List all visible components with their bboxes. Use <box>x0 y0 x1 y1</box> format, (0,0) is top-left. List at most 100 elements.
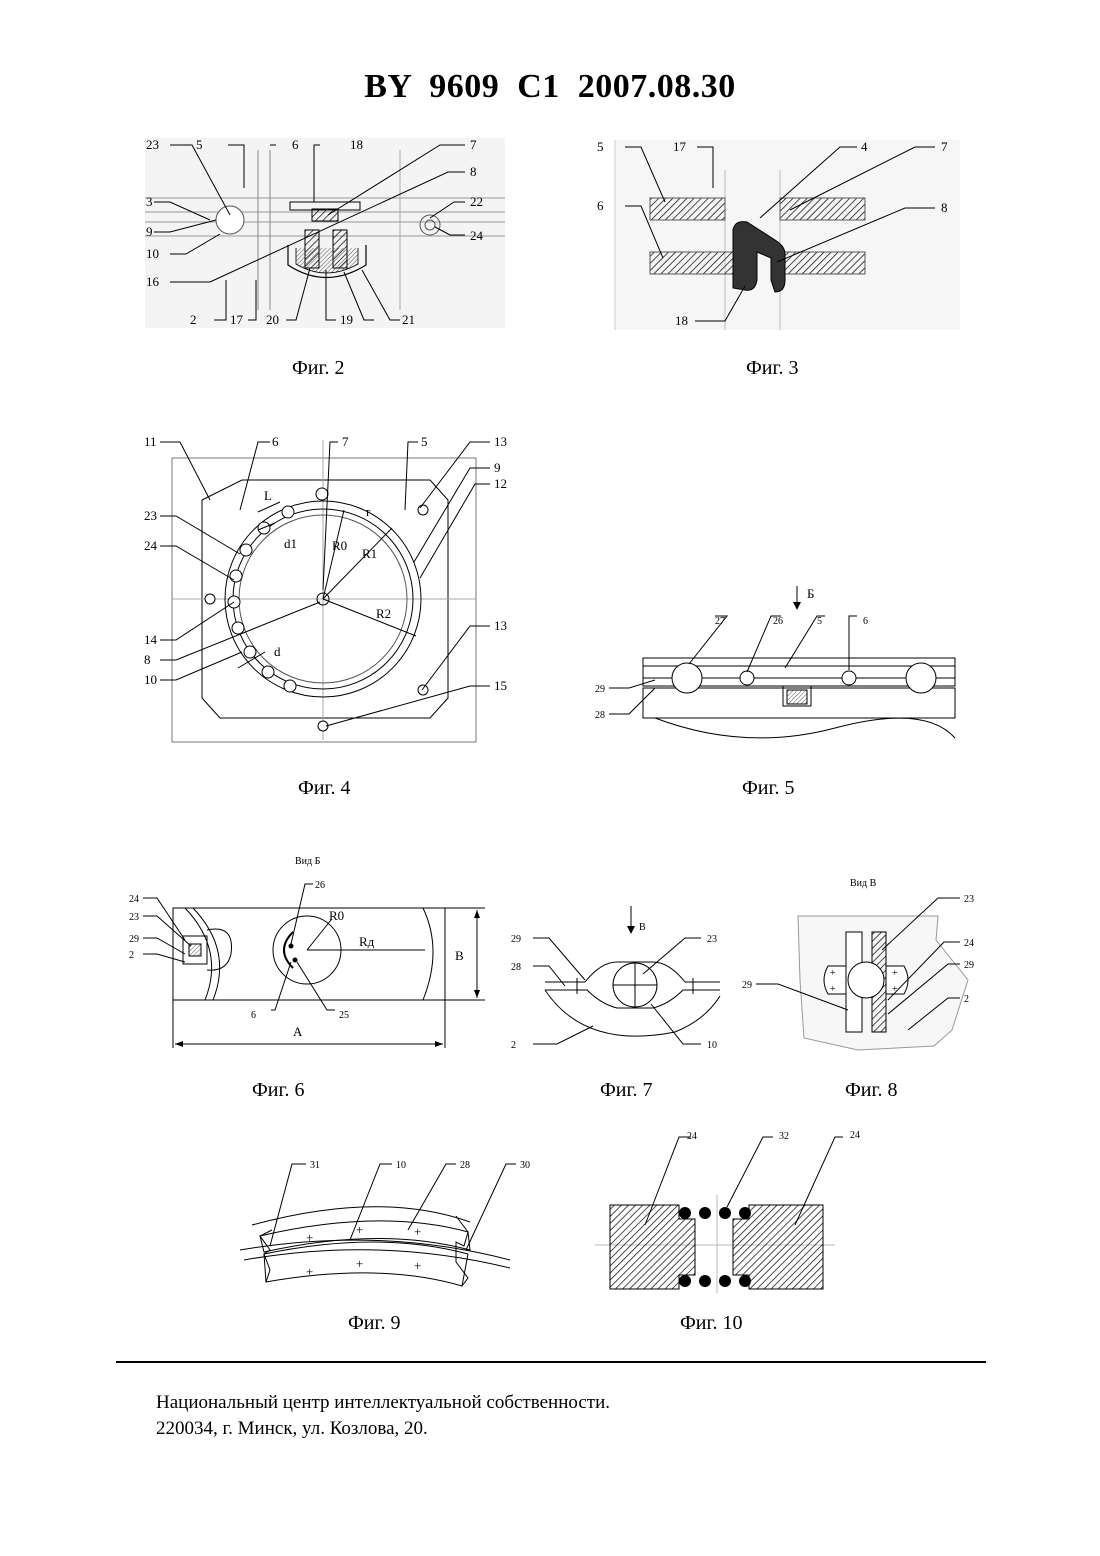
footer-line-2: 220034, г. Минск, ул. Козлова, 20. <box>156 1418 428 1440</box>
figure-8-caption: Фиг. 8 <box>845 1079 897 1102</box>
fig4-label-13a: 13 <box>494 434 507 449</box>
figure-3-drawing: 5 17 4 7 6 8 18 <box>585 130 975 340</box>
fig6-label-24: 24 <box>129 894 139 905</box>
figure-9-drawing: + + + + + + 31 10 28 30 <box>230 1150 550 1300</box>
fig3-label-8: 8 <box>941 200 948 215</box>
figure-2: 23 5 6 18 7 8 3 22 9 24 10 16 2 17 20 19… <box>130 130 520 340</box>
fig4-label-R1: R1 <box>362 546 377 561</box>
fig4-label-r: r <box>366 504 371 519</box>
svg-text:+: + <box>356 1256 363 1271</box>
fig3-label-4: 4 <box>861 139 868 154</box>
figure-7-caption: Фиг. 7 <box>600 1079 652 1102</box>
figure-10: 24 32 24 <box>595 1125 845 1300</box>
fig6-label-A: A <box>293 1024 303 1039</box>
svg-text:+: + <box>356 1222 363 1237</box>
fig5-view-marker: Б <box>807 586 814 601</box>
fig9-label-30: 30 <box>520 1160 530 1171</box>
fig3-label-5: 5 <box>597 139 604 154</box>
fig7-label-2: 2 <box>511 1040 516 1051</box>
figure-5: Б 27 26 5 6 29 28 <box>585 580 975 760</box>
figure-6-drawing: Вид Б 24 23 29 2 26 R0 <box>125 850 500 1060</box>
figure-6-caption: Фиг. 6 <box>252 1079 304 1102</box>
fig7-label-23: 23 <box>707 934 717 945</box>
fig2-label-9: 9 <box>146 224 153 239</box>
fig8-view-title: Вид В <box>850 878 877 889</box>
fig2-label-10: 10 <box>146 246 159 261</box>
fig4-label-d: d <box>274 644 281 659</box>
fig2-label-2: 2 <box>190 312 197 327</box>
fig2-label-23: 23 <box>146 137 159 152</box>
fig8-label-29b: 29 <box>742 980 752 991</box>
fig3-label-7: 7 <box>941 139 948 154</box>
fig6-label-Rd: Rд <box>359 934 375 949</box>
fig4-label-6: 6 <box>272 434 279 449</box>
fig6-label-25: 25 <box>339 1010 349 1021</box>
fig4-label-L: L <box>264 488 272 503</box>
fig2-label-24: 24 <box>470 228 484 243</box>
fig4-label-5: 5 <box>421 434 428 449</box>
fig2-label-20: 20 <box>266 312 279 327</box>
svg-text:+: + <box>830 984 836 995</box>
figure-10-caption: Фиг. 10 <box>680 1312 742 1335</box>
fig4-label-14: 14 <box>144 632 158 647</box>
fig2-label-18: 18 <box>350 137 363 152</box>
fig2-label-8: 8 <box>470 164 477 179</box>
fig4-label-8: 8 <box>144 652 151 667</box>
fig7-label-28: 28 <box>511 962 521 973</box>
fig2-label-17: 17 <box>230 312 244 327</box>
fig8-label-24: 24 <box>964 938 974 949</box>
fig8-label-23: 23 <box>964 894 974 905</box>
figure-6: Вид Б 24 23 29 2 26 R0 <box>125 850 500 1060</box>
fig9-label-31: 31 <box>310 1160 320 1171</box>
fig2-label-19: 19 <box>340 312 353 327</box>
fig6-label-R0: R0 <box>329 908 344 923</box>
footer-divider <box>116 1361 986 1363</box>
fig5-label-5: 5 <box>817 616 822 627</box>
svg-text:+: + <box>306 1264 313 1279</box>
fig6-label-B: B <box>455 948 464 963</box>
fig4-label-15: 15 <box>494 678 507 693</box>
fig4-label-11: 11 <box>144 434 157 449</box>
fig6-label-23: 23 <box>129 912 139 923</box>
figure-4-drawing: 11 6 7 5 13 9 12 L r 23 R0 d1 R1 24 R2 1… <box>130 430 520 760</box>
fig2-label-5: 5 <box>196 137 203 152</box>
figure-10-drawing: 24 32 24 <box>595 1125 845 1300</box>
fig4-label-23: 23 <box>144 508 157 523</box>
fig5-label-28: 28 <box>595 710 605 721</box>
fig4-label-d1: d1 <box>284 536 297 551</box>
fig9-label-10: 10 <box>396 1160 406 1171</box>
fig8-label-29a: 29 <box>964 960 974 971</box>
fig2-label-7: 7 <box>470 137 477 152</box>
fig9-label-28: 28 <box>460 1160 470 1171</box>
figure-8-drawing: Вид В + + + + 23 24 29 29 2 <box>738 870 978 1060</box>
fig4-label-R0: R0 <box>332 538 347 553</box>
figure-3: 5 17 4 7 6 8 18 <box>585 130 975 340</box>
figure-3-caption: Фиг. 3 <box>746 357 798 380</box>
figure-7: B 29 23 28 2 10 <box>505 900 735 1060</box>
figure-8: Вид В + + + + 23 24 29 29 2 <box>738 870 978 1060</box>
fig7-view-marker: B <box>639 922 646 933</box>
fig4-label-24: 24 <box>144 538 158 553</box>
fig2-label-6: 6 <box>292 137 299 152</box>
fig10-label-32: 32 <box>779 1131 789 1142</box>
fig5-label-26: 26 <box>773 616 783 627</box>
fig6-label-2: 2 <box>129 950 134 961</box>
fig7-label-10: 10 <box>707 1040 717 1051</box>
footer-line-1: Национальный центр интеллектуальной собс… <box>156 1392 610 1414</box>
fig4-label-13b: 13 <box>494 618 507 633</box>
figure-2-drawing: 23 5 6 18 7 8 3 22 9 24 10 16 2 17 20 19… <box>130 130 520 340</box>
svg-text:+: + <box>414 1224 421 1239</box>
fig5-label-6: 6 <box>863 616 868 627</box>
fig2-label-3: 3 <box>146 194 153 209</box>
figure-7-drawing: B 29 23 28 2 10 <box>505 900 735 1060</box>
figure-5-caption: Фиг. 5 <box>742 777 794 800</box>
svg-text:+: + <box>830 968 836 979</box>
fig7-label-29: 29 <box>511 934 521 945</box>
fig2-label-22: 22 <box>470 194 483 209</box>
fig6-view-title: Вид Б <box>295 856 321 867</box>
fig10-label-24-right: 24 <box>850 1130 860 1141</box>
fig3-label-18: 18 <box>675 313 688 328</box>
fig5-label-27: 27 <box>715 616 725 627</box>
svg-text:+: + <box>306 1230 313 1245</box>
fig6-label-26: 26 <box>315 880 325 891</box>
